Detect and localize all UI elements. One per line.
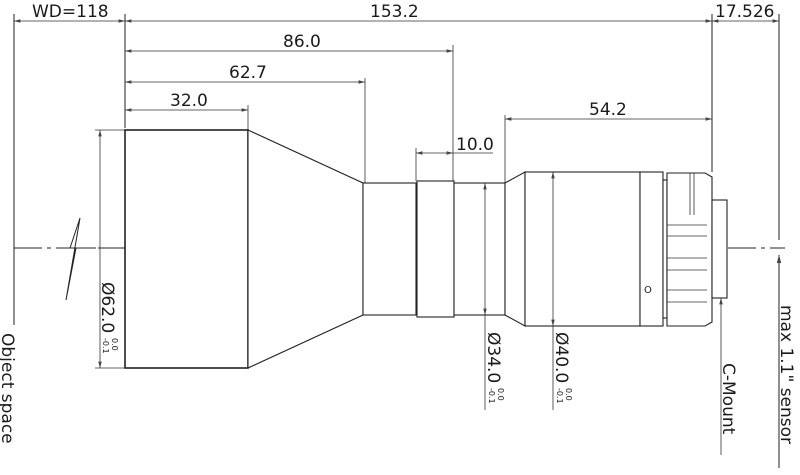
focus-ring bbox=[416, 180, 455, 318]
dim-10: 10.0 bbox=[456, 135, 494, 155]
c-mount-label: C-Mount bbox=[718, 363, 738, 435]
main-barrel bbox=[524, 171, 641, 327]
barrel-ring bbox=[639, 171, 664, 327]
dim-54-2: 54.2 bbox=[589, 100, 627, 120]
diameter-62-label: Ø62.0 0.0 -0.1 bbox=[97, 282, 119, 354]
d62-tol-lower: -0.1 bbox=[101, 338, 110, 354]
diameter-40-label: Ø40.0 0.0 -0.1 bbox=[551, 332, 573, 404]
dim-flange-sensor: 17.526 bbox=[715, 2, 774, 22]
knurling bbox=[667, 224, 707, 303]
d40-value: Ø40.0 bbox=[551, 332, 571, 383]
d34-tol-upper: 0.0 bbox=[496, 388, 505, 401]
iris-ring bbox=[666, 172, 713, 327]
c-mount-thread bbox=[711, 199, 728, 299]
rear-tube bbox=[453, 182, 506, 316]
object-space-label: Object space bbox=[0, 333, 17, 444]
axis-break-symbol bbox=[60, 217, 96, 301]
d62-tol-upper: 0.0 bbox=[110, 338, 119, 351]
sensor-label: max 1.1" sensor bbox=[776, 305, 796, 444]
d34-tol-lower: -0.1 bbox=[487, 388, 496, 404]
d34-value: Ø34.0 bbox=[483, 332, 503, 383]
d40-tol-lower: -0.1 bbox=[555, 388, 564, 404]
mid-tube bbox=[362, 182, 417, 316]
d62-value: Ø62.0 bbox=[97, 282, 117, 333]
dim-86: 86.0 bbox=[283, 32, 321, 52]
spacer-ring bbox=[662, 179, 668, 319]
dim-32: 32.0 bbox=[170, 91, 208, 111]
dim-62-7: 62.7 bbox=[229, 63, 267, 83]
dim-wd: WD=118 bbox=[32, 2, 109, 22]
front-barrel bbox=[124, 129, 249, 369]
lens-body: O bbox=[124, 129, 728, 369]
rear-cone bbox=[504, 171, 526, 327]
front-cone bbox=[247, 129, 364, 369]
diameter-34-label: Ø34.0 0.0 -0.1 bbox=[483, 332, 505, 404]
d40-tol-upper: 0.0 bbox=[564, 388, 573, 401]
dim-total-length: 153.2 bbox=[370, 2, 419, 22]
index-marker: O bbox=[644, 285, 652, 296]
